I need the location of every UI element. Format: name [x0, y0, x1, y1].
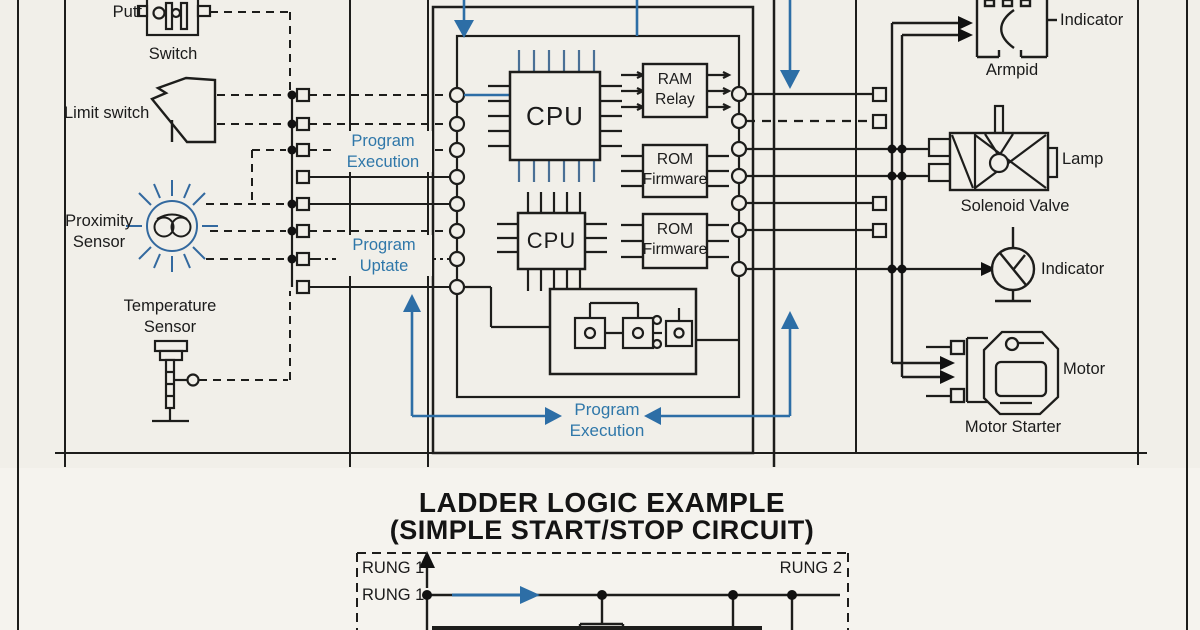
indicator-output-icon: [990, 227, 1036, 303]
limit-switch-label: Limit switch: [64, 104, 150, 122]
plc-port-circles: [448, 85, 748, 296]
armpid-label: Armpid: [985, 61, 1039, 79]
rung1-label-b: RUNG 1: [362, 586, 425, 604]
temperature-sensor-label: Temperature Sensor: [123, 297, 217, 336]
input-terminal-bus: [287, 87, 311, 295]
output-rails: [887, 16, 996, 384]
ladder-subtitle: (SIMPLE START/STOP CIRCUIT): [389, 515, 815, 545]
motor-starter-label: Motor Starter: [964, 418, 1062, 436]
armpid-device-icon: [975, 0, 1057, 59]
proximity-sensor-label: Proximity Sensor: [65, 212, 133, 251]
comm-module-icon: [464, 285, 739, 376]
ladder-title: LADDER LOGIC EXAMPLE: [418, 487, 786, 518]
input-wires: [199, 11, 291, 381]
bottom-band: [0, 468, 1200, 630]
cpu1-chip-icon: [464, 50, 622, 182]
motor-starter-icon: [926, 330, 1060, 416]
push-switch-label: Switch: [148, 45, 198, 63]
cpu1-label: CPU: [526, 101, 584, 131]
program-flow-label: Program Execution: [569, 400, 645, 441]
solenoid-valve-icon: [927, 104, 1059, 192]
cpu2-label: CPU: [526, 228, 577, 253]
indicator-top-label: Indicator: [1060, 11, 1124, 29]
motor-label: Motor: [1063, 360, 1106, 378]
temperature-sensor-icon: [152, 339, 200, 423]
indicator-bottom-label: Indicator: [1041, 260, 1105, 278]
solenoid-valve-label: Solenoid Valve: [960, 197, 1070, 215]
ram-chip-label: RAM Relay: [655, 71, 695, 109]
program-flow-arrows: [403, 0, 800, 425]
rom1-chip-label: ROM Firmware: [642, 151, 708, 189]
limit-switch-icon: [150, 76, 217, 144]
rom2-chip-label: ROM Firmware: [642, 221, 708, 259]
output-row-lines: [746, 86, 983, 271]
rom2-chip-icon: [621, 212, 729, 270]
push-switch-icon: [136, 0, 212, 37]
rung2-label: RUNG 2: [779, 559, 842, 577]
rung1-label-a: RUNG 1: [362, 559, 425, 577]
push-label: Putt: [112, 3, 142, 21]
program-execution-label: Program Execution: [334, 131, 432, 173]
lamp-label: Lamp: [1062, 150, 1104, 168]
program-update-label: Program Uptate: [336, 235, 432, 277]
proximity-sensor-icon: [126, 180, 218, 272]
ram-chip-icon: [621, 62, 732, 119]
rom1-chip-icon: [621, 143, 729, 199]
frame-lines: [17, 0, 1188, 630]
cpu2-chip-icon: [497, 192, 607, 291]
ladder-logic-section: [356, 551, 849, 630]
